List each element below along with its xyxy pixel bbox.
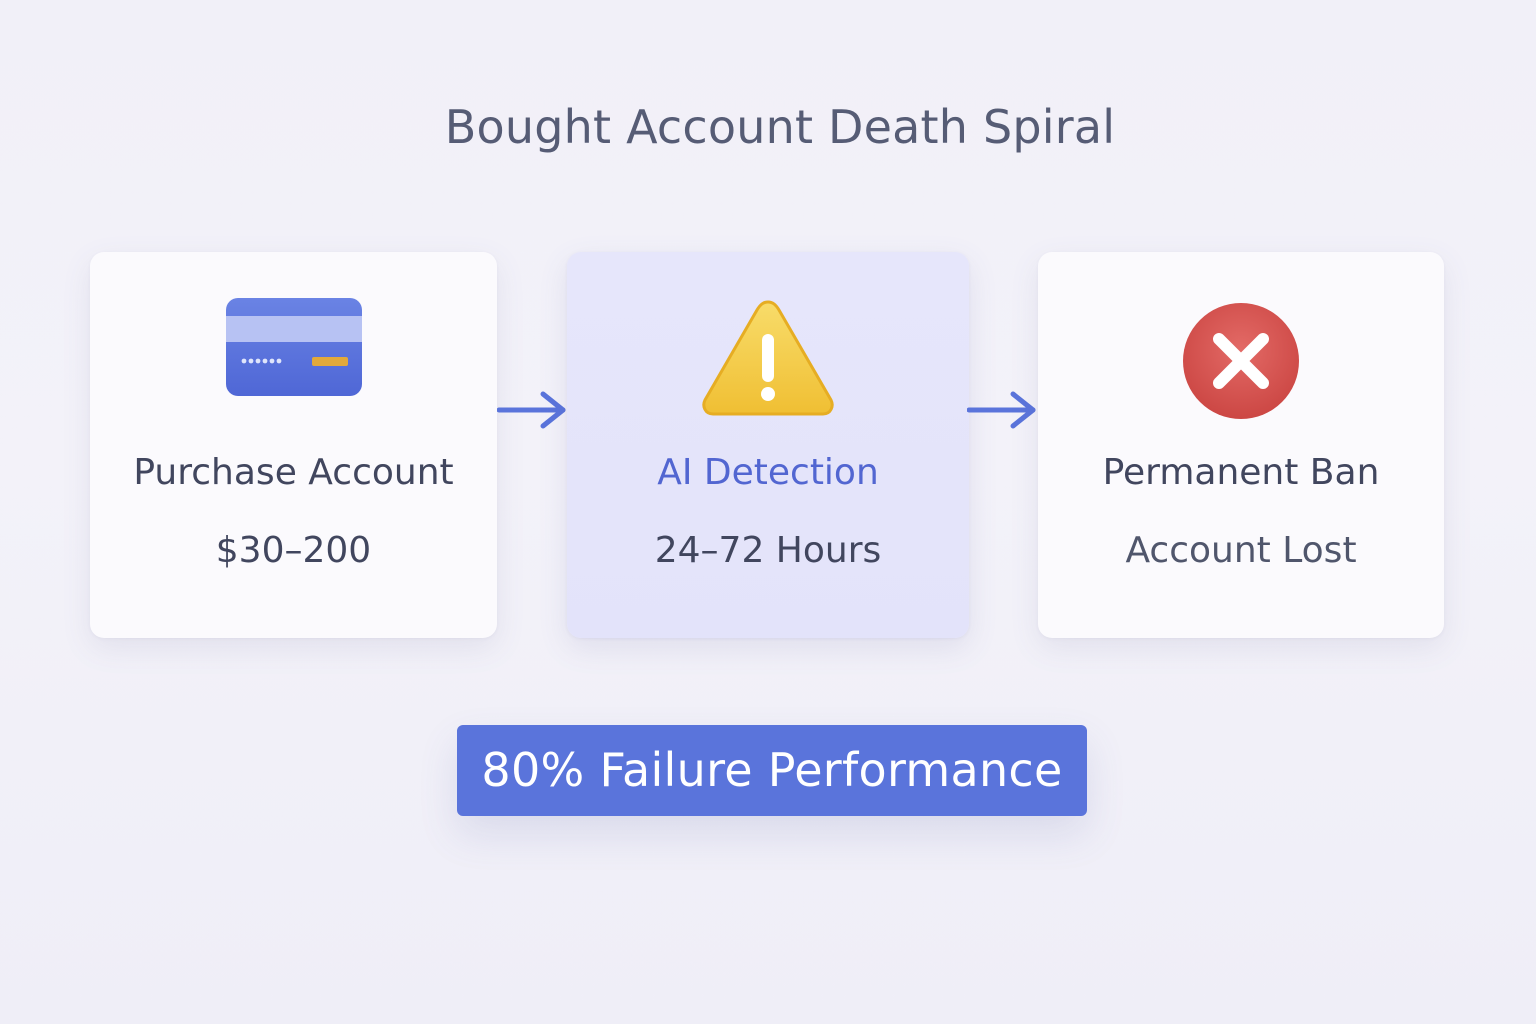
step-label: AI Detection [657,452,879,493]
error-x-circle-icon [1181,302,1301,424]
step-value: Account Lost [1125,530,1357,571]
diagram-title: Bought Account Death Spiral [444,100,1116,154]
step-card-ban: Permanent Ban Account Lost [1038,252,1444,638]
step-label: Purchase Account [133,452,454,493]
step-label: Permanent Ban [1102,452,1380,493]
credit-card-icon [225,298,362,402]
arrow-right-icon [966,388,1039,436]
step-card-detection: AI Detection 24–72 Hours [567,252,969,638]
arrow-right-icon [496,388,569,436]
step-value: 24–72 Hours [654,530,882,571]
step-card-purchase: Purchase Account $30–200 [90,252,497,638]
warning-triangle-icon [699,296,837,422]
failure-rate-badge: 80% Failure Performance [457,725,1087,816]
step-value: $30–200 [215,530,372,571]
